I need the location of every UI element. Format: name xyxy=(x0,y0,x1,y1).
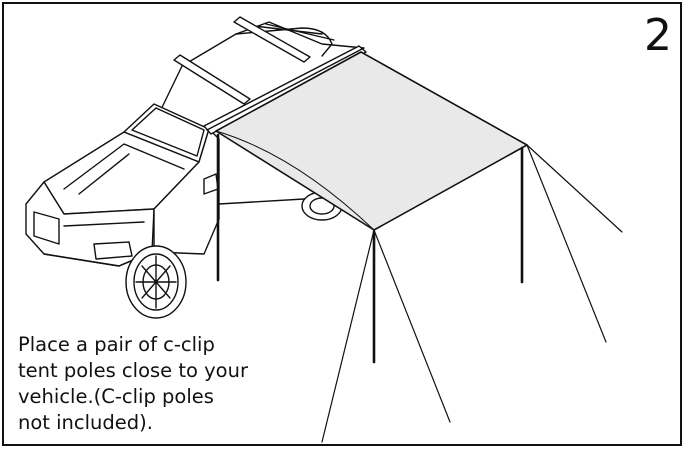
instruction-line: tent poles close to your xyxy=(18,359,248,382)
awning-drawing xyxy=(203,45,528,231)
instruction-line: vehicle.(C-clip poles xyxy=(18,385,214,408)
step-number: 2 xyxy=(644,10,672,61)
tent-poles xyxy=(216,133,524,364)
instruction-line: Place a pair of c-clip xyxy=(18,333,215,356)
guy-lines xyxy=(321,144,623,443)
vehicle-drawing xyxy=(25,16,365,319)
car-awning-illustration xyxy=(25,16,623,443)
instruction-line: not included). xyxy=(18,411,153,434)
instruction-panel: 2 Place a pair of c-clip tent poles clos… xyxy=(2,2,682,446)
front-wheel xyxy=(125,245,187,319)
instruction-text: Place a pair of c-clip tent poles close … xyxy=(18,332,318,436)
